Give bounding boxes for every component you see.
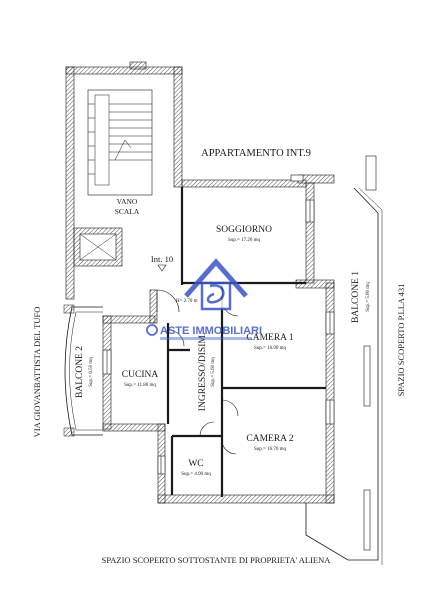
height-note: H= 2.70 m	[176, 299, 198, 304]
lift-shaft	[73, 227, 123, 267]
watermark-mark-icon	[146, 324, 158, 336]
balcony-1: BALCONE 1 Sup.= 5.80 mq	[305, 155, 383, 565]
watermark-logo: ASTE IMMOBILIARI	[146, 258, 262, 340]
balcony-2: BALCONE 2 Sup.= 6.50 mq	[63, 304, 103, 437]
camera1-name: CAMERA 1	[246, 333, 293, 343]
wc-area: Sup.= 4.90 mq	[181, 472, 211, 477]
stair-block: VANO SCALA Int. 10	[65, 61, 183, 300]
cucina-name: CUCINA	[122, 370, 159, 380]
apartment-title: APPARTAMENTO INT.9	[201, 148, 311, 159]
balcone2-area: Sup.= 6.50 mq	[89, 357, 94, 387]
right-space-label: SPAZIO SCOPERTO P.LLA 431	[396, 284, 406, 397]
ingresso-name: INGRESSO/DISIM.	[198, 333, 208, 411]
balcone1-area: Sup.= 5.80 mq	[366, 282, 371, 312]
cucina-area: Sup.= 11.80 mq	[124, 383, 156, 388]
doors	[156, 289, 239, 455]
interior-10-label: Int. 10	[151, 254, 173, 264]
stair-label-2: SCALA	[115, 207, 140, 216]
wc-name: WC	[188, 459, 203, 469]
left-street-label: VIA GIOVANBATTISTA DEL TUFO	[32, 307, 42, 438]
soggiorno-name: SOGGIORNO	[216, 225, 272, 235]
camera2-area: Sup.= 16.70 mq	[254, 447, 286, 452]
balcone2-name: BALCONE 2	[75, 346, 85, 398]
camera1-area: Sup.= 16.90 mq	[254, 346, 286, 351]
balcone1-name: BALCONE 1	[351, 271, 361, 323]
partitions	[166, 187, 326, 497]
camera2-name: CAMERA 2	[246, 434, 293, 444]
windows	[102, 174, 335, 475]
ingresso-area: Sup.= 5.60 mq	[211, 357, 216, 387]
stair-treads	[88, 103, 152, 175]
watermark-text: ASTE IMMOBILIARI	[160, 325, 262, 337]
bottom-space-label: SPAZIO SCOPERTO SOTTOSTANTE DI PROPRIETA…	[102, 555, 332, 565]
stair-label-1: VANO	[117, 197, 138, 206]
soggiorno-area: Sup.= 17.20 mq	[228, 238, 260, 243]
